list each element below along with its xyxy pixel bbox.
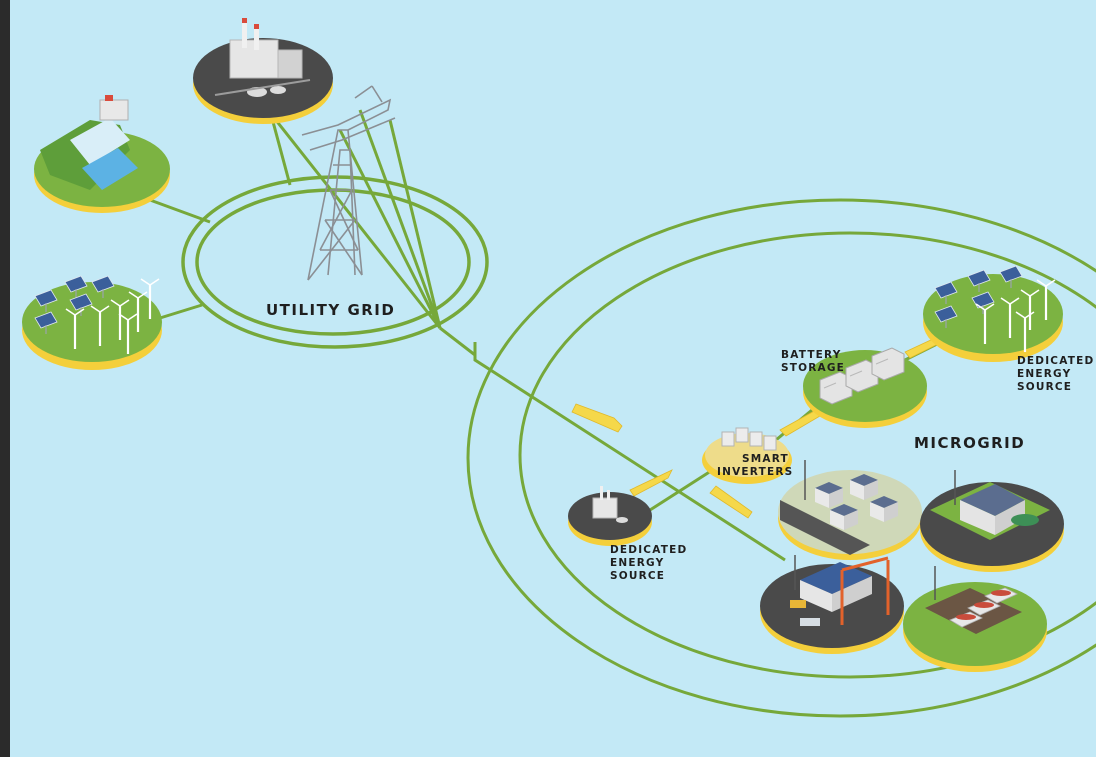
campus-icon	[920, 470, 1064, 572]
microgrid-outer-ring	[466, 198, 1096, 718]
battery-storage-label-line1: BATTERY	[781, 349, 842, 361]
microgrid-label: MICROGRID	[914, 434, 1025, 452]
utility-grid-label: UTILITY GRID	[266, 301, 395, 319]
dedicated-source-left-line1: DEDICATED	[610, 544, 687, 556]
diagram-canvas: UTILITY GRID MICROGRID BATTERY STORAGE S…	[10, 0, 1096, 757]
smart-inverters-label-line2: INVERTERS	[717, 466, 793, 478]
industrial-port-icon	[760, 555, 904, 654]
power-plant-icon	[193, 18, 333, 124]
dedicated-source-left-line3: SOURCE	[610, 570, 665, 582]
dedicated-source-right-line1: DEDICATED	[1017, 355, 1094, 367]
battery-storage-icon	[803, 347, 927, 428]
smart-inverter-icon	[702, 427, 792, 484]
dedicated-source-right-line2: ENERGY	[1017, 368, 1071, 380]
hydro-dam-icon	[34, 95, 170, 213]
battery-storage-label-line2: STORAGE	[781, 362, 845, 374]
microgrid-inner-ring	[518, 231, 1096, 679]
dedicated-source-right-line3: SOURCE	[1017, 381, 1072, 393]
microgrid-diagram: UTILITY GRID MICROGRID BATTERY STORAGE S…	[10, 0, 1096, 757]
transmission-tower-icon	[301, 85, 396, 281]
wind-solar-farm-icon	[22, 275, 162, 370]
power-plant-icon	[568, 486, 652, 546]
wind-solar-farm-icon	[923, 265, 1063, 362]
flow-arrows	[571, 337, 939, 519]
smart-inverters-label-line1: SMART	[742, 453, 789, 465]
dedicated-source-left-line2: ENERGY	[610, 557, 664, 569]
agriculture-icon	[903, 566, 1047, 672]
residential-icon	[778, 460, 922, 560]
utility-grid-outer-ring	[181, 175, 489, 349]
